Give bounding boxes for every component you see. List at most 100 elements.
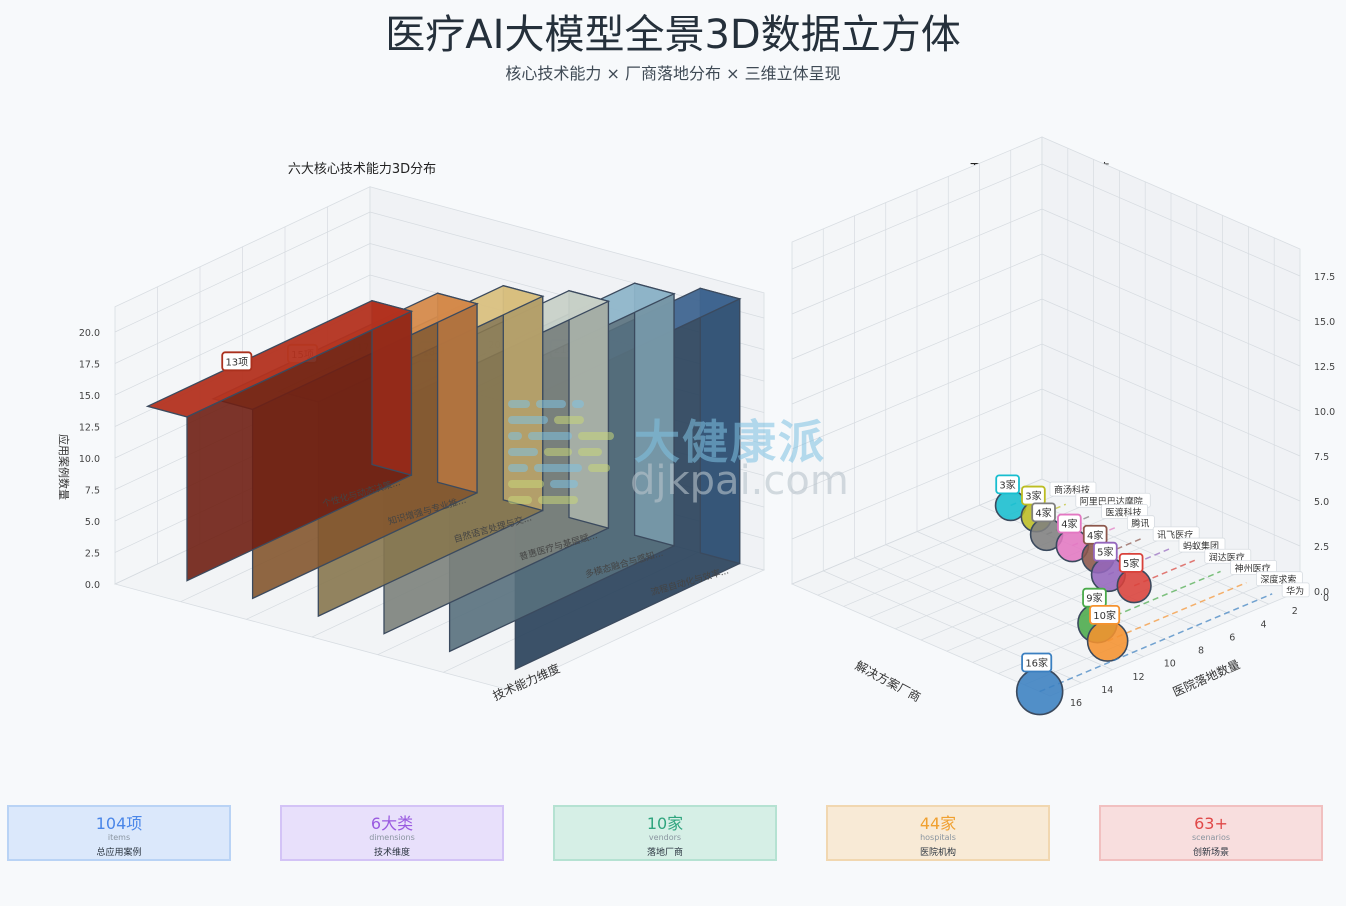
stat-card-hospitals: 44家 hospitals 医院机构: [826, 805, 1050, 861]
value-label-text: 3家: [1025, 490, 1041, 503]
bar-value-label: 13项: [221, 351, 253, 372]
stat-label: 落地厂商: [646, 848, 683, 858]
y-tick-label: 4: [1260, 619, 1266, 630]
value-label-text: 5家: [1097, 546, 1113, 559]
z-tick-label: 2.5: [1314, 542, 1329, 553]
vendor-value-label: 10家: [1089, 604, 1121, 625]
y-tick-label: 10: [1164, 659, 1176, 670]
y-tick-label: 6: [1229, 632, 1235, 643]
watermark-text-en: djkpai.com: [630, 458, 849, 504]
stat-unit: items: [107, 833, 131, 842]
left-chart-title: 六大核心技术能力3D分布: [288, 162, 436, 177]
grid-line: [979, 163, 1238, 618]
vendor-name-box: [1126, 515, 1155, 531]
vendor-value-label: 3家: [1021, 485, 1046, 506]
vendor-value-label: 16家: [1021, 652, 1053, 673]
z-tick-label: 5.0: [85, 517, 100, 528]
grid-line: [854, 215, 1113, 671]
right-chart: TOP10厂商3D落地矩阵0246810121416医院落地数量0.02.55.…: [790, 136, 1335, 716]
bars: 21项20项18项17项15项13项: [145, 282, 742, 671]
vendor-value-label: 5家: [1093, 541, 1118, 562]
vendor-point: 3家商汤科技: [994, 474, 1097, 522]
z-tick-label: 12.5: [79, 423, 100, 434]
stat-value: 104项: [95, 814, 143, 833]
vendor-name: 华为: [1286, 585, 1304, 597]
z-tick-label: 12.5: [1314, 362, 1335, 373]
value-label-text: 10家: [1093, 609, 1116, 622]
value-label-box: [1031, 502, 1056, 523]
vendor-point: 4家医渡科技: [1029, 502, 1148, 552]
y-tick-label: 8: [1198, 646, 1204, 657]
leader-line: [1039, 593, 1273, 693]
z-tick-label: 7.5: [1314, 452, 1329, 463]
stat-card-vendors: 10家 vendors 落地厂商: [553, 805, 777, 861]
vendor-name-tag: 腾讯: [1126, 515, 1155, 531]
bar-side: [436, 292, 478, 494]
stat-card-cases: 104项 items 总应用案例: [7, 805, 231, 861]
value-label-box: [1021, 652, 1053, 673]
y-tick-label: 16: [1070, 698, 1082, 709]
stat-unit: hospitals: [920, 833, 956, 842]
z-tick-label: 15.0: [1314, 317, 1335, 328]
value-label-text: 16家: [1025, 657, 1048, 670]
grid-line: [791, 208, 1301, 322]
vendor-name-box: [1152, 526, 1200, 542]
vendor-name-tag: 讯飞医疗: [1152, 526, 1200, 542]
z-ticks: 0.02.55.07.510.012.515.017.5: [1314, 272, 1335, 598]
z-tick-label: 7.5: [85, 486, 100, 497]
vendor-name-box: [1101, 504, 1148, 519]
stat-unit: scenarios: [1191, 833, 1231, 842]
value-label-text: 9家: [1086, 592, 1102, 605]
stat-unit: vendors: [648, 833, 682, 842]
grid-line: [822, 228, 1082, 684]
vendor-value-label: 9家: [1082, 587, 1107, 608]
vendor-name-tag: 华为: [1281, 582, 1310, 598]
x-axis-label: 解决方案厂商: [853, 658, 924, 705]
grid-line: [791, 388, 1301, 502]
value-label-text: 4家: [1061, 518, 1077, 531]
value-label-box: [1089, 604, 1121, 625]
grid-line: [791, 163, 1301, 277]
stat-value: 44家: [919, 814, 957, 833]
z-tick-label: 17.5: [1314, 272, 1335, 283]
grid-line: [791, 298, 1301, 412]
vendor-value-label: 4家: [1082, 524, 1108, 545]
page-subtitle: 核心技术能力 × 厂商落地分布 × 三维立体呈现: [505, 64, 841, 83]
stat-card-dimensions: 6大类 dimensions 技术维度: [280, 805, 504, 861]
value-label-box: [995, 474, 1020, 495]
points: 3家商汤科技3家阿里巴巴达摩院4家医渡科技4家腾讯4家讯飞医疗5家蚂蚁集团5家润…: [994, 474, 1310, 716]
stat-value: 10家: [646, 814, 684, 833]
watermark: 大健康派 djkpai.com: [508, 400, 849, 515]
vendor-name-box: [1049, 481, 1097, 497]
z-tick-label: 17.5: [79, 360, 100, 371]
value-label-box: [1093, 541, 1118, 562]
watermark-text-cn: 大健康派: [634, 415, 826, 469]
vendor-point: 16家 华为: [1015, 582, 1310, 716]
z-tick-label: 0.0: [85, 580, 100, 591]
grid-line: [791, 253, 1301, 367]
z-tick-label: 2.5: [85, 549, 100, 560]
vendor-bubble: [1086, 620, 1129, 662]
stat-label: 创新场景: [1192, 848, 1229, 858]
vendor-name-tag: 深度求索: [1255, 571, 1303, 587]
z-tick-label: 10.0: [1314, 407, 1335, 418]
leader-line: [1107, 581, 1247, 642]
stat-label: 医院机构: [919, 848, 956, 858]
vendor-value-label: 4家: [1031, 502, 1056, 523]
page-title: 医疗AI大模型全景3D数据立方体: [385, 12, 961, 58]
grid-lines: [791, 148, 1301, 686]
z-tick-label: 5.0: [1314, 497, 1329, 508]
z-tick-label: 20.0: [79, 328, 100, 339]
grid-line: [791, 433, 1301, 547]
y-tick-label: 14: [1101, 685, 1113, 696]
vendor-value-label: 3家: [995, 474, 1020, 495]
stat-value: 6大类: [370, 814, 414, 833]
vendor-bubble: [1015, 667, 1064, 716]
bar-top: [145, 300, 414, 418]
value-label-text: 4家: [1035, 506, 1051, 519]
grid-line: [885, 202, 1144, 657]
value-label-text: 4家: [1087, 529, 1103, 542]
stat-value: 63+: [1194, 814, 1228, 833]
value-label-box: [221, 351, 253, 372]
